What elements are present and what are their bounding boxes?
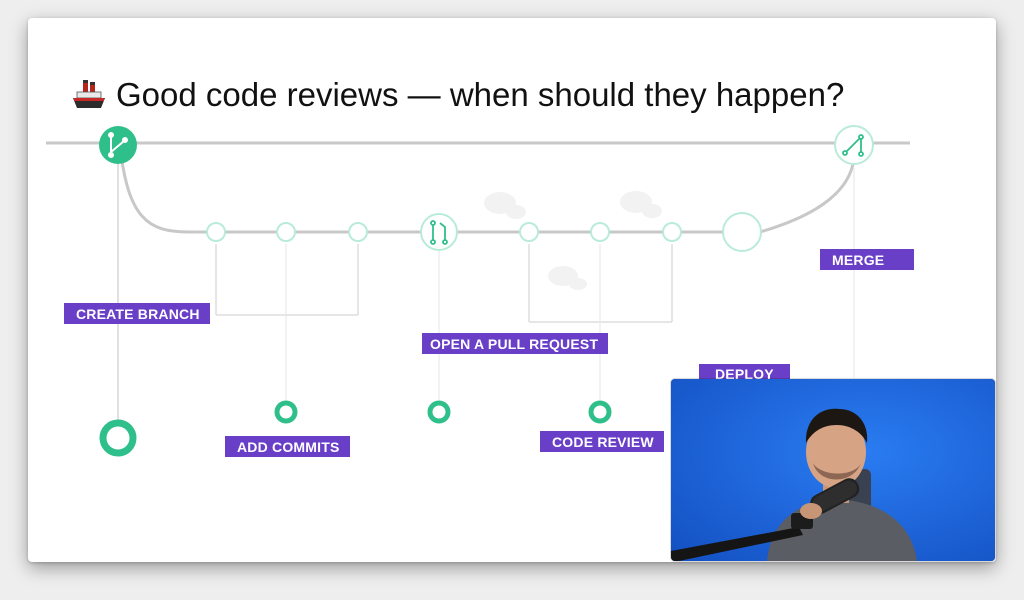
pull-request-node — [420, 213, 458, 251]
ship-icon — [73, 80, 105, 108]
deploy-node — [722, 212, 762, 252]
merge-curve — [759, 157, 856, 234]
presenter-video — [671, 379, 995, 561]
pull-request-icon — [430, 220, 448, 245]
open-pull-request-label: OPEN A PULL REQUEST — [422, 333, 609, 354]
add-commits-label: ADD COMMITS — [225, 436, 350, 457]
merge-node — [834, 125, 874, 165]
webcam-overlay — [671, 379, 995, 561]
merge-icon — [842, 134, 864, 157]
create-branch-label: CREATE BRANCH — [64, 303, 210, 324]
comment-bubble-icon — [484, 191, 662, 290]
add-commits-marker — [274, 400, 298, 424]
pull-request-marker — [427, 400, 451, 424]
create-branch-marker — [99, 419, 137, 457]
create-branch-node — [99, 126, 137, 164]
code-review-marker — [588, 400, 612, 424]
merge-label: MERGE — [820, 249, 915, 270]
slide-title-text: Good code reviews — when should they hap… — [116, 76, 845, 113]
git-flow-diagram — [46, 125, 910, 457]
commit-node — [206, 222, 682, 242]
branch-icon — [108, 132, 128, 158]
presentation-slide: Good code reviews — when should they hap… — [28, 18, 996, 562]
feature-branch-line — [118, 145, 728, 234]
code-review-label: CODE REVIEW — [540, 431, 664, 452]
slide-title: Good code reviews — when should they hap… — [70, 76, 844, 114]
